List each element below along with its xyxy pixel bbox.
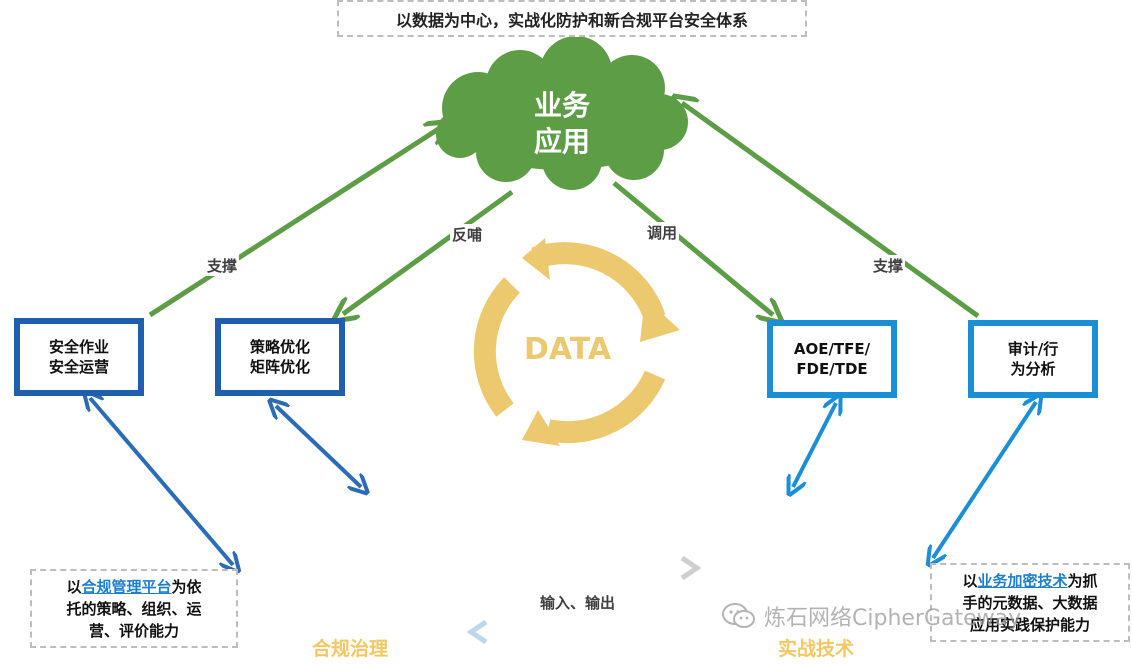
bottom-title-practice: 实战技术 — [778, 638, 855, 660]
note-encryption-highlight: 业务加密技术 — [977, 571, 1068, 590]
data-cycle-heads — [522, 238, 680, 446]
wechat-icon — [722, 603, 755, 628]
cloud-shape — [436, 36, 688, 190]
cloud-label: 业务 应用 — [510, 88, 614, 160]
note-encryption-pre: 以 — [962, 571, 978, 590]
note-compliance-pre: 以 — [66, 577, 82, 596]
diagram-title: 以数据为中心，实战化防护和新合规平台安全体系 — [337, 0, 807, 37]
box-audit-line2: 为分析 — [1010, 360, 1056, 378]
box-encryption-line1: AOE/TFE/ — [793, 340, 871, 358]
label-feedback: 反哺 — [450, 224, 485, 245]
box-encryption-line2: FDE/TDE — [796, 360, 868, 378]
note-compliance-line2: 托的策略、组织、运 — [66, 599, 202, 618]
box-audit-line1: 审计/行 — [1007, 340, 1059, 358]
box-policy-opt-line1: 策略优化 — [249, 338, 310, 356]
bottom-title-compliance: 合规治理 — [312, 638, 389, 660]
label-support-right: 支撑 — [871, 255, 906, 276]
cloud-line-1: 业务 — [533, 89, 590, 122]
note-compliance-highlight: 合规管理平台 — [81, 577, 172, 596]
label-io: 输入、输出 — [538, 592, 618, 613]
note-encryption-line3: 应用实践保护能力 — [969, 615, 1090, 634]
box-security-ops-line2: 安全运营 — [48, 358, 109, 376]
note-encryption-line2: 手的元数据、大数据 — [962, 593, 1098, 612]
arrow-support-right — [682, 103, 980, 319]
label-invoke: 调用 — [645, 222, 680, 243]
note-compliance: 以合规管理平台为依 托的策略、组织、运 营、评价能力 — [30, 569, 238, 648]
note-compliance-post: 为依 — [171, 577, 202, 596]
watermark: 炼石网络CipherGateway — [722, 600, 1021, 632]
cloud-line-2: 应用 — [533, 125, 590, 158]
watermark-text: 炼石网络CipherGateway — [764, 606, 1022, 631]
box-security-ops: 安全作业 安全运营 — [14, 318, 144, 396]
box-encryption: AOE/TFE/ FDE/TDE — [767, 320, 897, 398]
arrow-left-box2 — [276, 406, 361, 487]
box-policy-opt-line2: 矩阵优化 — [249, 358, 310, 376]
arrow-right-note — [933, 402, 1036, 558]
note-encryption-line1: 以业务加密技术为抓 — [932, 570, 1128, 592]
box-security-ops-line1: 安全作业 — [48, 338, 109, 356]
label-support-left: 支撑 — [205, 255, 240, 276]
note-compliance-line1: 以合规管理平台为依 — [32, 576, 236, 598]
box-audit: 审计/行 为分析 — [968, 320, 1098, 398]
data-label: DATA — [524, 332, 612, 367]
arrow-right-box1 — [793, 403, 836, 487]
note-compliance-line3: 营、评价能力 — [88, 621, 179, 640]
box-policy-opt: 策略优化 矩阵优化 — [215, 318, 345, 396]
arrow-left-note — [90, 398, 233, 565]
arrow-invoke — [612, 181, 773, 315]
note-encryption: 以业务加密技术为抓 手的元数据、大数据 应用实践保护能力 — [930, 563, 1130, 642]
arrow-feedback — [343, 189, 514, 314]
note-encryption-post: 为抓 — [1067, 571, 1098, 590]
arrow-support-left — [148, 128, 440, 318]
